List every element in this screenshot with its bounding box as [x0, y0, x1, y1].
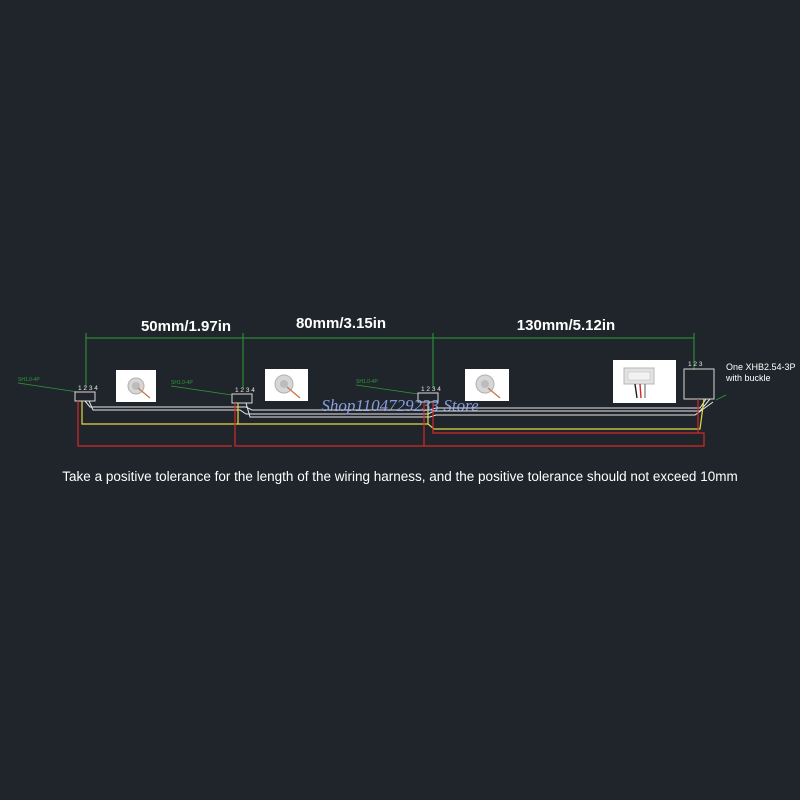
connector-photo-4 [613, 360, 676, 403]
dimension-lines [85, 333, 695, 388]
wire-red-3 [424, 399, 705, 447]
connector-tag-1: SH1.0-4P [17, 377, 79, 393]
end-connector-spec-line2: with buckle [725, 373, 771, 383]
wire-red [77, 399, 705, 447]
connector-3: 1 2 3 4 [417, 386, 441, 403]
tolerance-note: Take a positive tolerance for the length… [62, 469, 737, 484]
connector-1: 1 2 3 4 [74, 385, 98, 402]
connector-photo-1 [116, 370, 156, 402]
wire-white-1 [84, 398, 707, 411]
wire-yellow-1 [81, 401, 239, 425]
wire-red-1 [77, 401, 232, 447]
end-connector-spec-line1: One XHB2.54-3P [726, 362, 796, 372]
connector-tag-1-leader [17, 382, 79, 393]
connector-tag-1-text: SH1.0-4P [18, 377, 40, 383]
connector-tag-3-leader [355, 384, 419, 395]
end-connector-body [683, 368, 715, 400]
dimension-label-2: 80mm/3.15in [296, 315, 386, 332]
connector-photo-3 [465, 369, 509, 401]
wire-yellow [81, 398, 705, 430]
end-connector-pins: 1 2 3 [688, 361, 703, 368]
connector-2: 1 2 3 4 [231, 387, 255, 404]
end-connector-leader [715, 394, 727, 401]
connector-tag-3: SH1.0-4P [355, 379, 419, 395]
connector-2-pins: 1 2 3 4 [235, 387, 255, 394]
dimension-label-1: 50mm/1.97in [141, 318, 231, 335]
connector-photo-2 [265, 369, 308, 401]
end-connector: 1 2 3 One XHB2.54-3P with buckle [683, 361, 796, 401]
connector-tag-2: SH1.0-4P [170, 380, 233, 396]
connector-1-body [74, 391, 96, 402]
connector-3-body [417, 392, 439, 403]
wire-red-4 [432, 403, 698, 434]
wire-yellow-3 [427, 398, 705, 430]
connector-tag-2-leader [170, 385, 233, 396]
watermark: Shop1104729233 Store [321, 396, 479, 415]
wire-white-2 [88, 398, 711, 415]
wire-red-2 [234, 403, 425, 447]
dimension-label-3: 130mm/5.12in [517, 317, 615, 334]
connector-3-pins: 1 2 3 4 [421, 386, 441, 393]
connector-tag-3-text: SH1.0-4P [356, 379, 378, 385]
connector-2-body [231, 393, 253, 404]
connector-tag-2-text: SH1.0-4P [171, 380, 193, 386]
connector-1-pins: 1 2 3 4 [78, 385, 98, 392]
